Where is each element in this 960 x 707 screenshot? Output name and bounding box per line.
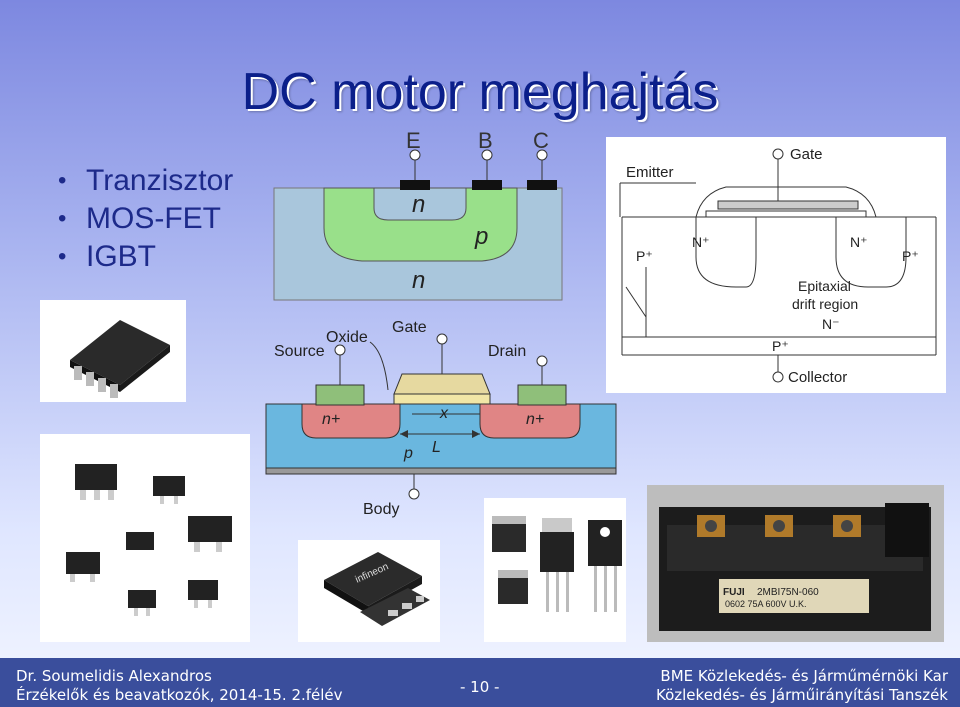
igbt-epi-2: drift region bbox=[792, 296, 858, 312]
soic-chip-photo bbox=[40, 300, 186, 402]
bullet-item-tranzisztor: Tranzisztor bbox=[58, 162, 233, 200]
bjt-label-b: B bbox=[478, 128, 493, 153]
mosfet-n-right: n+ bbox=[526, 411, 544, 428]
igbt-n-minus: N⁻ bbox=[822, 316, 840, 332]
mosfet-p: p bbox=[403, 445, 413, 462]
mosfet-drain: Drain bbox=[488, 343, 526, 360]
mosfet-source: Source bbox=[274, 343, 325, 360]
igbt-emitter: Emitter bbox=[626, 164, 674, 181]
mosfet-body: Body bbox=[363, 501, 399, 518]
igbt-collector: Collector bbox=[788, 369, 847, 386]
igbt-p-bottom: P⁺ bbox=[772, 338, 789, 354]
footer-faculty: BME Közlekedés- és Járműmérnöki Kar bbox=[660, 667, 948, 685]
bullet-item-igbt: IGBT bbox=[58, 238, 233, 276]
mosfet-x: x bbox=[439, 405, 449, 422]
bullet-item-mosfet: MOS-FET bbox=[58, 200, 233, 238]
sot-chips-photo bbox=[40, 434, 250, 642]
bjt-label-e: E bbox=[406, 128, 421, 153]
slide-title: DC motor meghajtás bbox=[241, 63, 719, 121]
footer-author: Dr. Soumelidis Alexandros bbox=[16, 667, 212, 685]
bjt-n-bottom: n bbox=[412, 267, 425, 294]
module-brand: FUJI bbox=[723, 587, 745, 598]
page-number: - 10 - bbox=[460, 678, 500, 696]
bjt-cross-section: E B C n p n bbox=[273, 128, 563, 301]
qfn-chip-photo: infineon bbox=[298, 540, 440, 642]
igbt-module-photo: FUJI 2MBI75N-060 0602 75A 600V U.K. bbox=[647, 485, 944, 642]
mosfet-oxide: Oxide bbox=[326, 329, 368, 346]
bjt-label-c: C bbox=[533, 128, 549, 153]
footer-course: Érzékelők és beavatkozók, 2014-15. 2.fél… bbox=[16, 686, 343, 704]
mosfet-gate: Gate bbox=[392, 319, 427, 336]
igbt-gate: Gate bbox=[790, 146, 823, 163]
mosfet-cross-section: Oxide Gate Source Drain n+ n+ x p L Body bbox=[265, 319, 617, 518]
mosfet-l: L bbox=[432, 439, 441, 456]
bullet-list: Tranzisztor MOS-FET IGBT bbox=[58, 162, 233, 276]
igbt-n-right: N⁺ bbox=[850, 234, 868, 250]
igbt-p-left: P⁺ bbox=[636, 248, 653, 264]
mosfet-n-left: n+ bbox=[322, 411, 340, 428]
bjt-n-top: n bbox=[412, 191, 425, 218]
bjt-p: p bbox=[474, 223, 488, 250]
footer-department: Közlekedés- és Járműirányítási Tanszék bbox=[656, 686, 948, 704]
igbt-n-left: N⁺ bbox=[692, 234, 710, 250]
igbt-epi-1: Epitaxial bbox=[798, 278, 851, 294]
igbt-p-right: P⁺ bbox=[902, 248, 919, 264]
to-packages-photo bbox=[484, 498, 626, 642]
igbt-cross-section: Emitter Gate P⁺ N⁺ N⁺ P⁺ Epitaxial drift… bbox=[606, 137, 946, 393]
footer: Dr. Soumelidis Alexandros Érzékelők és b… bbox=[0, 658, 960, 707]
module-label-1: 2MBI75N-060 bbox=[757, 587, 819, 598]
module-label-2: 0602 75A 600V U.K. bbox=[725, 599, 807, 609]
